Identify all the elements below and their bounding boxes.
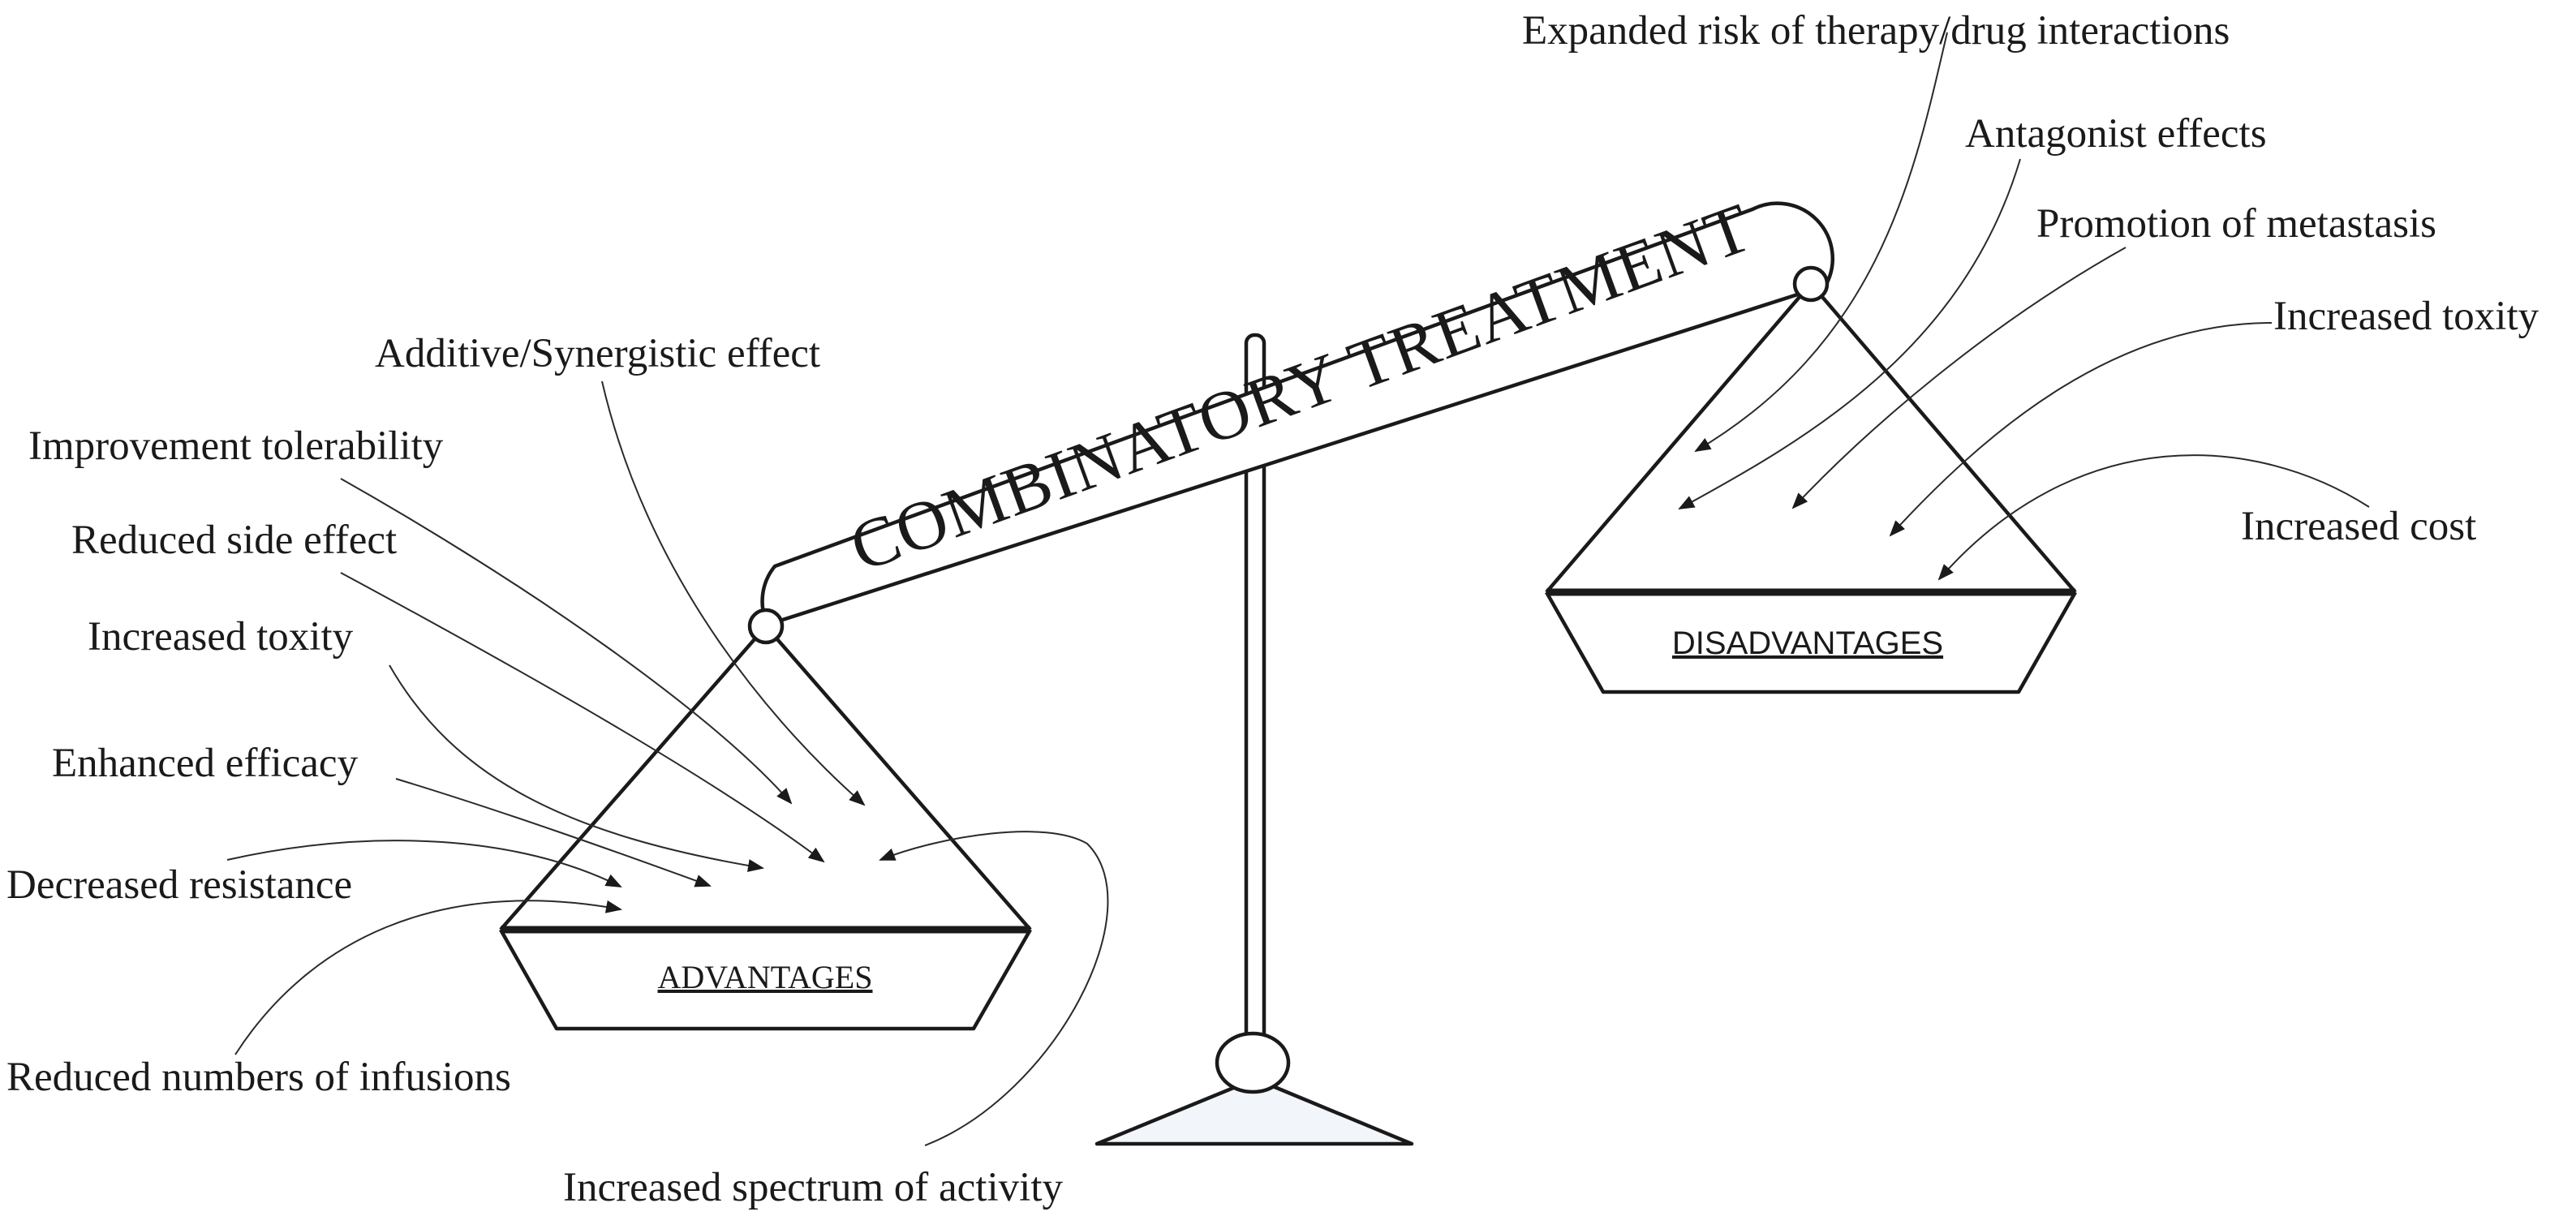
advantages-label: ADVANTAGES — [658, 959, 873, 995]
disadvantage-label: Promotion of metastasis — [2036, 201, 2436, 247]
disadvantages-labels: Expanded risk of therapy/drug interactio… — [1522, 8, 2539, 549]
advantage-label: Reduced side effect — [71, 518, 397, 563]
arrow — [879, 831, 1109, 1146]
advantages-labels: Additive/Synergistic effect Improvement … — [6, 331, 1063, 1210]
left-pan-tray — [499, 928, 1032, 1031]
right-pan-hook — [1792, 265, 1830, 303]
stand-pivot-knob — [1215, 1031, 1291, 1094]
disadvantages-arrows — [1678, 32, 2370, 581]
beam-bar — [760, 201, 1834, 627]
advantage-label: Additive/Synergistic effect — [375, 331, 820, 376]
scale-beam: COMBINATORY TREATMENT — [760, 187, 1834, 627]
advantage-label: Decreased resistance — [6, 862, 352, 908]
arrow — [226, 840, 622, 887]
arrow — [389, 664, 764, 872]
beam-title: COMBINATORY TREATMENT — [841, 187, 1761, 587]
left-pan: ADVANTAGES — [499, 608, 1032, 1031]
disadvantages-label: DISADVANTAGES — [1672, 625, 1943, 661]
disadvantage-label: Increased toxity — [2273, 294, 2539, 339]
advantage-label: Improvement tolerability — [28, 423, 444, 469]
arrow — [234, 900, 622, 1055]
stand-base — [1094, 1076, 1414, 1146]
scale-stand — [1094, 333, 1414, 1146]
right-pan: DISADVANTAGES — [1545, 265, 2077, 694]
disadvantage-label: Expanded risk of therapy/drug interactio… — [1522, 8, 2230, 54]
arrow — [1678, 158, 2021, 509]
advantage-label: Reduced numbers of infusions — [6, 1055, 511, 1100]
advantage-label: Increased toxity — [88, 614, 354, 660]
right-pan-tray — [1545, 591, 2077, 694]
disadvantage-label: Antagonist effects — [1965, 111, 2267, 157]
arrow — [1937, 454, 2370, 581]
advantage-label: Increased spectrum of activity — [563, 1165, 1063, 1210]
arrow — [340, 572, 825, 863]
disadvantage-label: Increased cost — [2241, 504, 2476, 549]
advantage-label: Enhanced efficacy — [52, 741, 359, 786]
arrow — [1694, 32, 1948, 453]
left-pan-hook — [747, 608, 785, 645]
advantages-arrows — [226, 380, 1109, 1146]
arrow — [1791, 247, 2127, 509]
arrow — [340, 478, 793, 805]
arrow — [601, 380, 866, 806]
left-pan-strings — [499, 638, 1032, 931]
right-pan-strings — [1545, 295, 2077, 594]
arrow — [395, 778, 712, 887]
arrow — [1889, 322, 2273, 537]
